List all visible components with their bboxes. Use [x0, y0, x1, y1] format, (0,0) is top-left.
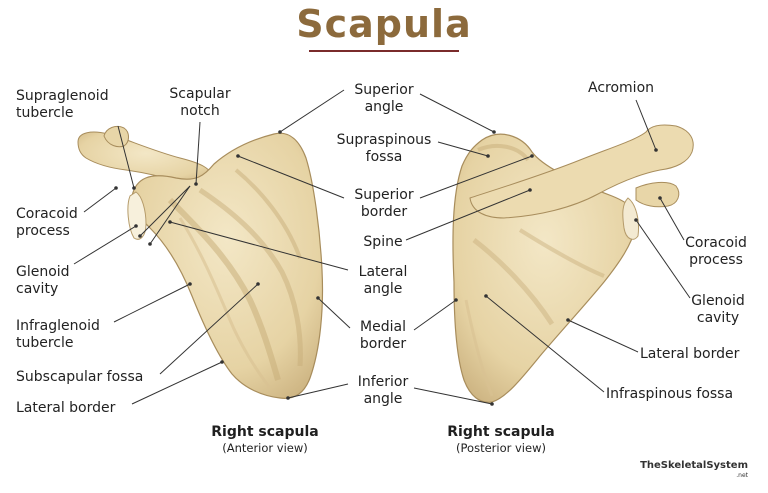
dot-superior-border-a: [236, 154, 240, 158]
dot-medial-border-a: [316, 296, 320, 300]
leader-superior-border-p: [419, 155, 533, 199]
posterior-scapula-illustration: [452, 124, 694, 403]
brand-logo: TheSkeletalSystem .net: [640, 461, 748, 481]
posterior-ridge-2: [518, 228, 605, 278]
leader-lateral-border-left: [131, 361, 223, 405]
dot-acromion: [654, 148, 658, 152]
label-supraglenoid-tubercle: Supraglenoid tubercle: [16, 88, 109, 121]
leader-lateral-angle-a: [169, 221, 349, 271]
leader-medial-border-a: [317, 297, 351, 329]
anterior-ridge-2: [198, 187, 303, 367]
leader-medial-border-p: [413, 299, 457, 331]
dot-superior-angle-p: [492, 130, 496, 134]
leader-lateral-border-right: [567, 319, 639, 353]
leader-glenoid-right: [635, 219, 691, 299]
leader-supraspinous-p: [437, 141, 489, 157]
leader-acromion: [635, 99, 657, 151]
label-lateral-angle: Lateral angle: [358, 264, 408, 297]
caption-posterior-title: Right scapula: [447, 424, 555, 440]
leader-superior-angle-p: [419, 93, 495, 133]
leader-subscapular: [159, 283, 259, 375]
leader-coracoid-right: [659, 197, 685, 241]
label-infraspinous-fossa: Infraspinous fossa: [606, 386, 734, 402]
leader-inferior-angle-p: [413, 387, 493, 405]
label-lateral-border-left: Lateral border: [16, 400, 116, 416]
caption-posterior-view: (Posterior view): [456, 441, 546, 455]
label-scapular-notch: Scapular notch: [169, 86, 231, 119]
posterior-coracoid-shape: [635, 181, 680, 208]
anterior-glenoid-rim: [127, 191, 147, 240]
caption-posterior: Right scapula (Posterior view): [426, 424, 576, 456]
page-title: Scapula: [296, 2, 472, 46]
dot-scapular-notch: [194, 182, 198, 186]
leader-inferior-angle-a: [287, 383, 349, 399]
leader-infraglenoid: [113, 283, 191, 323]
leader-scapular-notch: [195, 121, 201, 185]
label-coracoid-process-right: Coracoid process: [685, 235, 747, 268]
label-spine: Spine: [363, 234, 403, 250]
leader-spine-p: [405, 189, 531, 241]
dot-medial-border-p: [454, 298, 458, 302]
leader-dots: [114, 130, 662, 406]
leader-superior-border-a: [237, 155, 345, 199]
brand-tld: .net: [736, 472, 748, 479]
label-glenoid-cavity-right: Glenoid cavity: [691, 293, 745, 326]
posterior-supraspinous-shade: [477, 143, 530, 162]
leader-supraglenoid: [117, 125, 135, 189]
dot-notch-2: [148, 242, 152, 246]
posterior-ridge-1: [472, 238, 555, 326]
brand-name: TheSkeletalSystem: [640, 460, 748, 471]
leader-glenoid-left: [73, 225, 137, 265]
label-medial-border: Medial border: [359, 319, 407, 352]
label-acromion: Acromion: [588, 80, 655, 96]
dot-lateral-border-left: [220, 360, 224, 364]
caption-anterior-view: (Anterior view): [222, 441, 308, 455]
dot-coracoid-left: [114, 186, 118, 190]
leader-lines: [73, 89, 691, 405]
dot-supraspinous-p: [486, 154, 490, 158]
title-underline: [309, 50, 459, 52]
dot-inferior-angle-a: [286, 396, 290, 400]
leader-infraspinous: [485, 295, 605, 393]
dot-infraspinous: [484, 294, 488, 298]
posterior-ridge-3: [464, 299, 494, 397]
dot-lateral-border-right: [566, 318, 570, 322]
label-superior-border: Superior border: [354, 187, 414, 220]
label-infraglenoid-tubercle: Infraglenoid tubercle: [16, 318, 100, 351]
dot-infraglenoid: [188, 282, 192, 286]
dot-spine-p: [528, 188, 532, 192]
dot-supraglenoid: [132, 186, 136, 190]
leader-notch-arrow-2: [149, 185, 191, 245]
dot-superior-angle-a: [278, 130, 282, 134]
leader-superior-angle-a: [279, 89, 345, 133]
label-lateral-border-right: Lateral border: [640, 346, 740, 362]
label-superior-angle: Superior angle: [354, 82, 414, 115]
leader-coracoid-left: [83, 187, 117, 213]
label-glenoid-cavity-left: Glenoid cavity: [16, 264, 70, 297]
dot-superior-border-p: [530, 154, 534, 158]
anterior-scapula-illustration: [77, 125, 324, 399]
label-supraspinous-fossa: Supraspinous fossa: [336, 132, 432, 165]
anterior-ridge-1: [167, 197, 281, 381]
label-coracoid-process-left: Coracoid process: [16, 206, 78, 239]
caption-anterior-title: Right scapula: [211, 424, 319, 440]
label-subscapular-fossa: Subscapular fossa: [16, 369, 144, 385]
label-inferior-angle: Inferior angle: [357, 374, 409, 407]
dot-inferior-angle-p: [490, 402, 494, 406]
anterior-ridge-4: [178, 217, 272, 389]
dot-notch-1: [138, 234, 142, 238]
dot-lateral-angle-a: [168, 220, 172, 224]
posterior-spine-acromion-shape: [469, 124, 694, 219]
posterior-glenoid-edge: [622, 197, 639, 240]
dot-glenoid-right: [634, 218, 638, 222]
anterior-ridge-3: [234, 168, 302, 259]
leader-notch-arrow-1: [139, 185, 191, 237]
dot-subscapular: [256, 282, 260, 286]
dot-coracoid-right: [658, 196, 662, 200]
dot-glenoid-left: [134, 224, 138, 228]
caption-anterior: Right scapula (Anterior view): [190, 424, 340, 456]
